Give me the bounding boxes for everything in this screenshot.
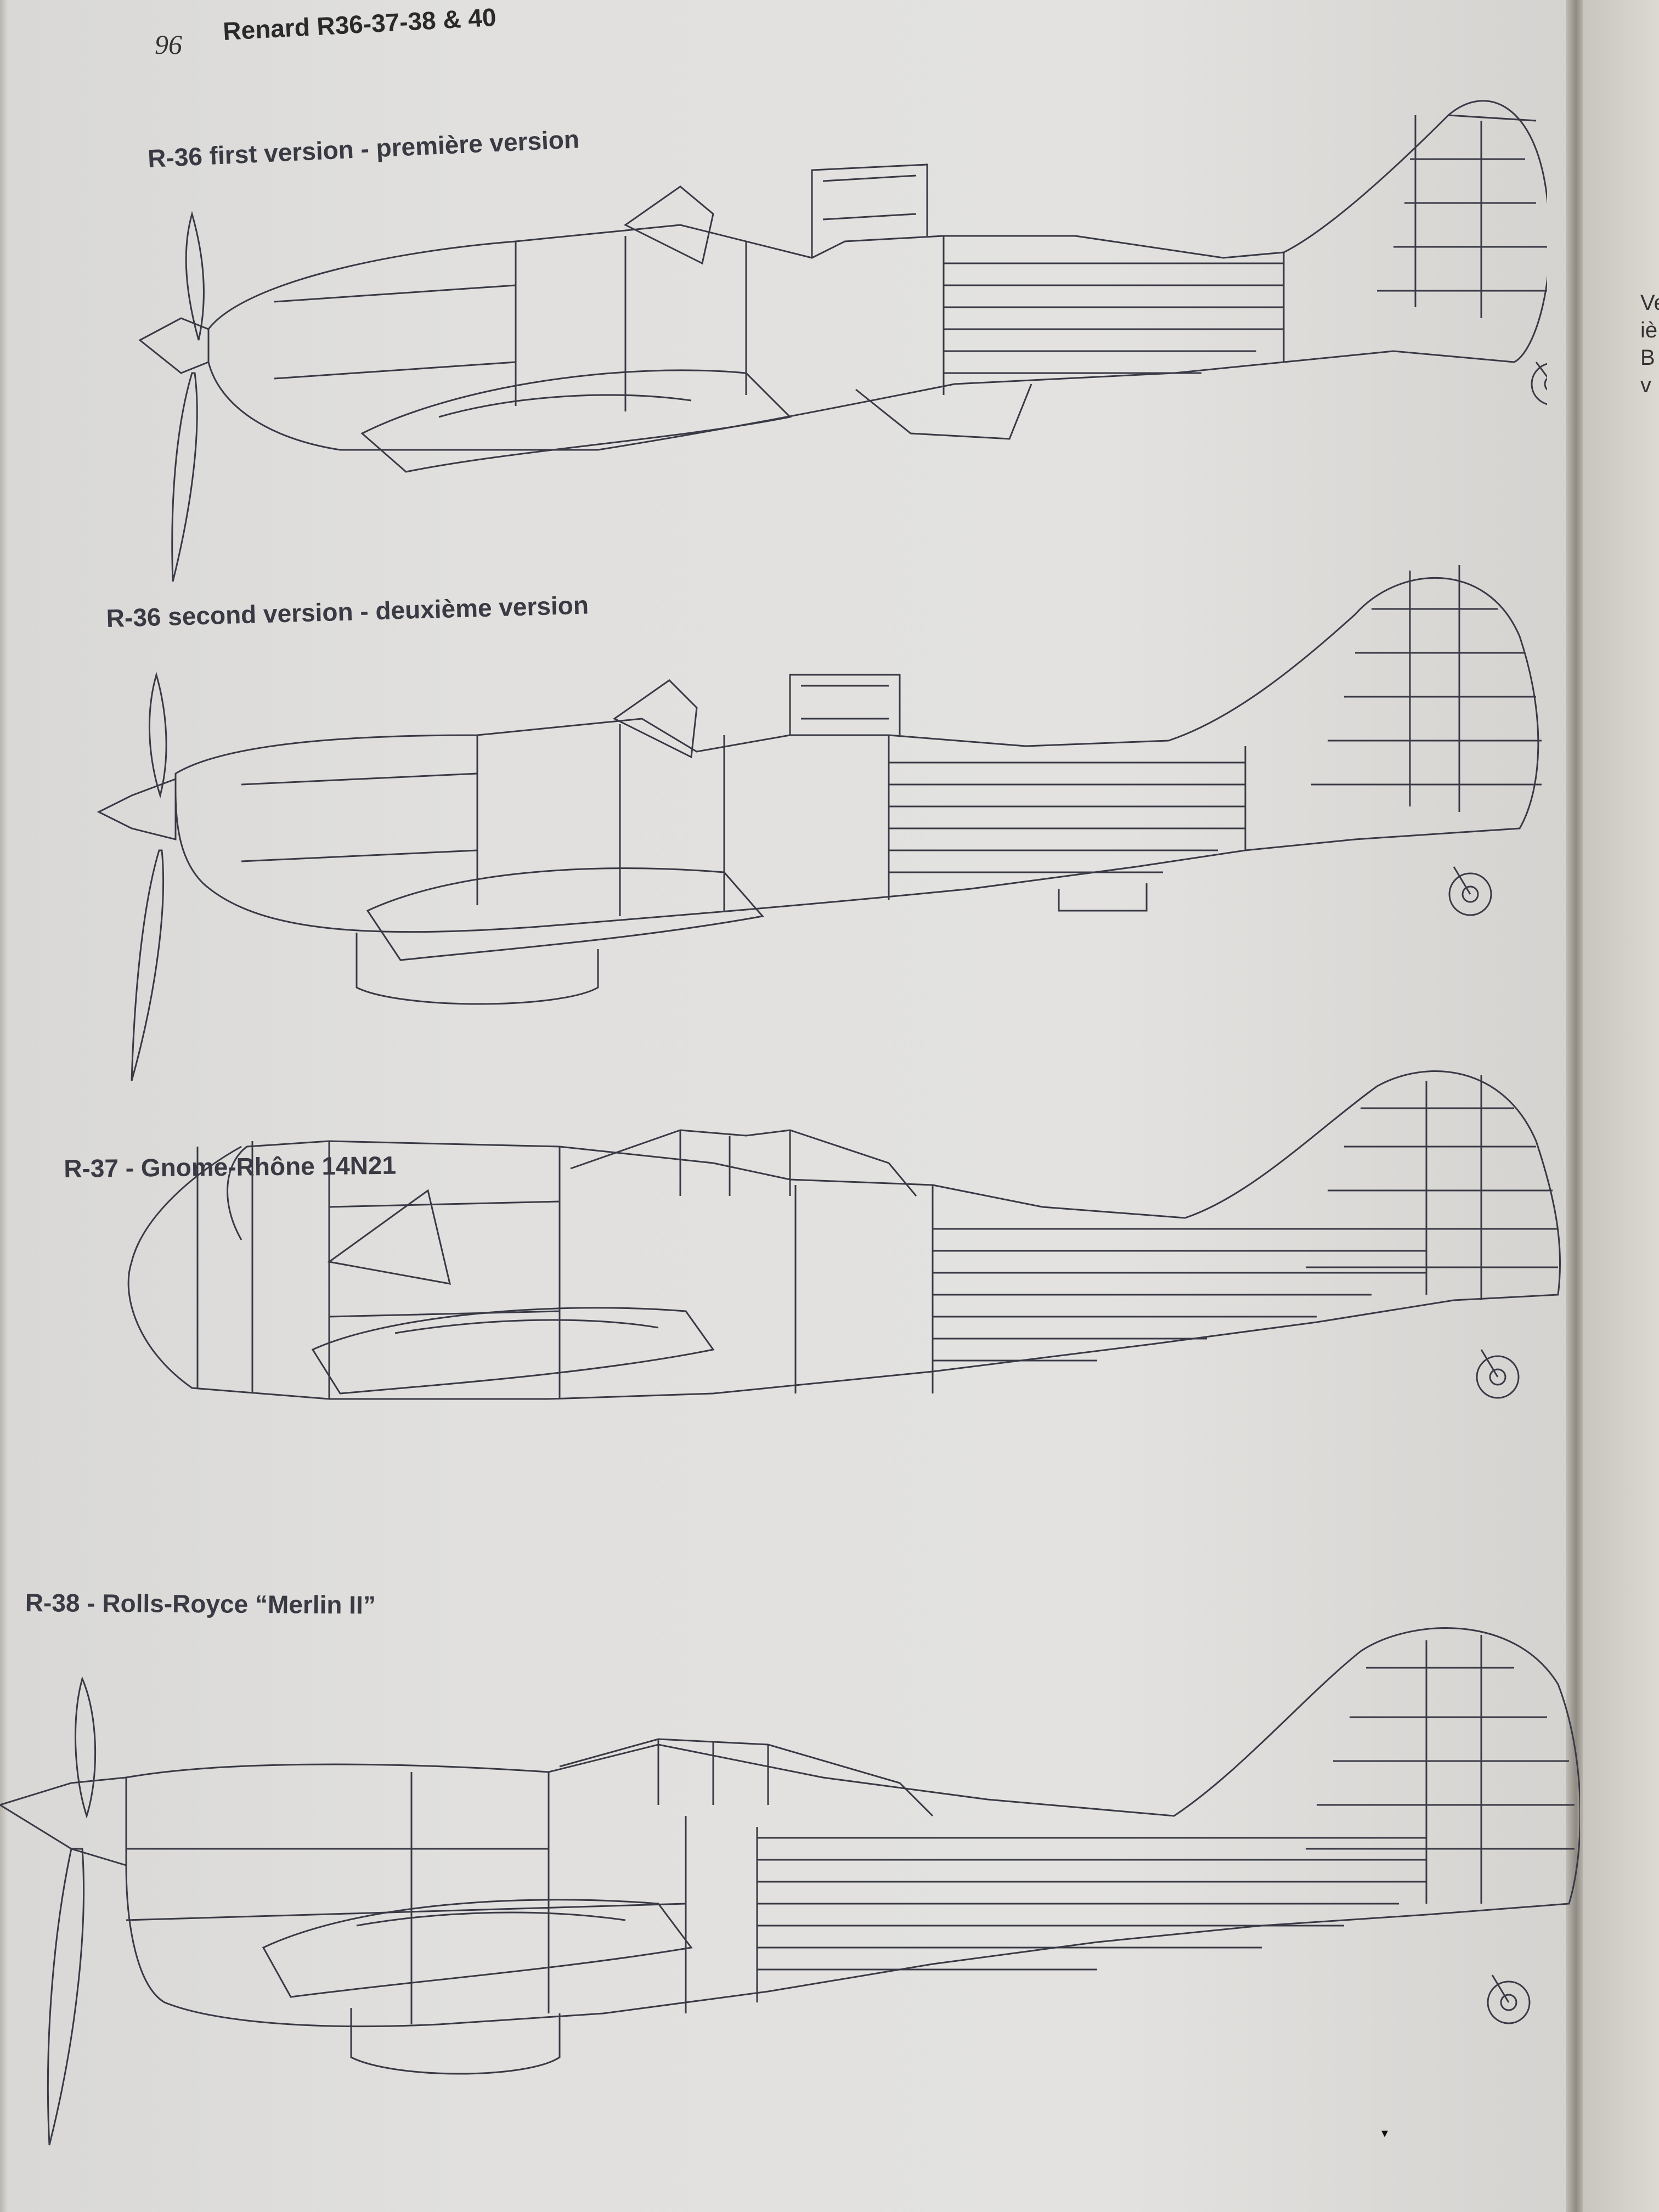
- aircraft-side-profile-drawing: [110, 1064, 1564, 1503]
- print-mark: ▾: [1381, 2126, 1389, 2141]
- facing-page: [1583, 0, 1659, 2212]
- aircraft-side-profile-drawing: [132, 55, 1547, 592]
- facing-page-text: v: [1640, 373, 1651, 397]
- book-gutter: [1566, 0, 1583, 2212]
- aircraft-side-profile-drawing: [93, 554, 1547, 1097]
- facing-page-text: iè: [1640, 318, 1658, 342]
- book-page: [0, 0, 1573, 2212]
- page-number: 96: [155, 29, 182, 60]
- facing-page-text: B: [1640, 346, 1655, 370]
- page-edge: [0, 0, 8, 2212]
- figure-caption-r38: R-38 - Rolls-Royce “Merlin II”: [25, 1588, 376, 1620]
- facing-page-text: Ve: [1640, 291, 1659, 315]
- aircraft-side-profile-drawing: [0, 1618, 1580, 2167]
